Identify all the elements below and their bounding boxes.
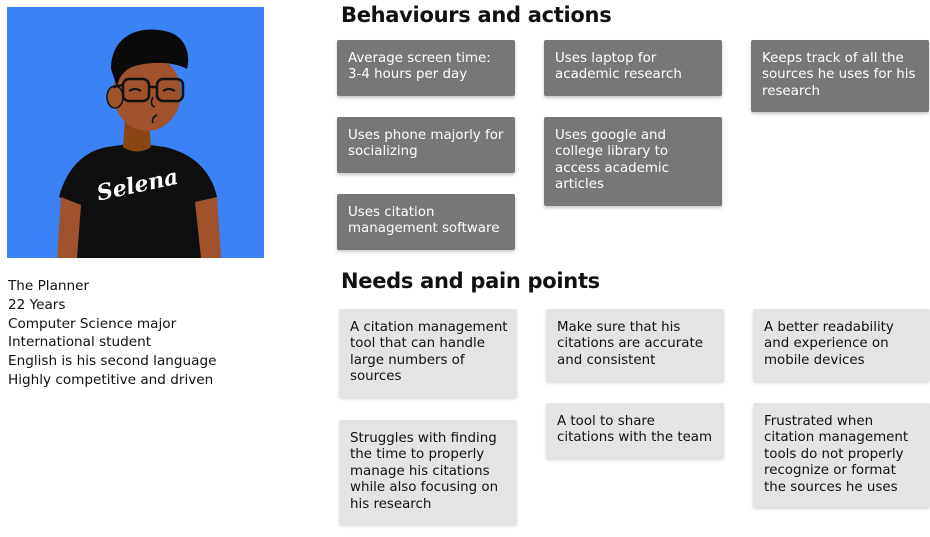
- head: [113, 55, 181, 131]
- persona-major: Computer Science major: [8, 315, 177, 332]
- persona-info: The Planner 22 Years Computer Science ma…: [8, 277, 216, 390]
- left-arm: [57, 197, 81, 258]
- ear: [106, 85, 124, 109]
- right-sleeve: [165, 147, 217, 203]
- behaviour-card-screen-time: Average screen time: 3-4 hours per day: [337, 40, 515, 96]
- avatar: Selena: [7, 7, 264, 258]
- nose: [150, 96, 156, 108]
- pain-card-format-recognition: Frustrated when citation management tool…: [753, 403, 930, 507]
- pain-card-time-management: Struggles with finding the time to prope…: [339, 420, 517, 524]
- glasses-left-lens: [121, 77, 151, 103]
- persona-age: 22 Years: [8, 296, 66, 313]
- persona-status: International student: [8, 334, 152, 351]
- right-eye: [162, 88, 176, 92]
- need-card-mobile-readability: A better readability and experience on m…: [753, 309, 930, 381]
- hair: [111, 29, 189, 87]
- right-arm: [195, 197, 221, 258]
- behaviours-title: Behaviours and actions: [341, 3, 612, 27]
- behaviour-card-track-sources: Keeps track of all the sources he uses f…: [751, 40, 929, 112]
- left-sleeve: [59, 147, 107, 207]
- persona-language: English is his second language: [8, 353, 217, 370]
- behaviour-card-citation-software: Uses citation management software: [337, 194, 515, 250]
- behaviour-card-google-library: Uses google and college library to acces…: [544, 117, 722, 206]
- persona-trait: Highly competitive and driven: [8, 371, 214, 388]
- mouth: [151, 114, 158, 124]
- avatar-illustration: Selena: [7, 7, 264, 258]
- left-eye: [128, 88, 142, 92]
- need-card-accurate-citations: Make sure that his citations are accurat…: [546, 309, 724, 381]
- glasses-right-lens: [155, 77, 185, 103]
- behaviour-card-laptop: Uses laptop for academic research: [544, 40, 722, 96]
- persona-role: The Planner: [8, 278, 90, 294]
- need-card-share-citations: A tool to share citations with the team: [546, 403, 724, 458]
- glasses-arm: [112, 83, 124, 89]
- need-card-large-sources: A citation management tool that can hand…: [339, 309, 517, 397]
- behaviour-card-phone: Uses phone majorly for socializing: [337, 117, 515, 173]
- needs-title: Needs and pain points: [341, 269, 600, 293]
